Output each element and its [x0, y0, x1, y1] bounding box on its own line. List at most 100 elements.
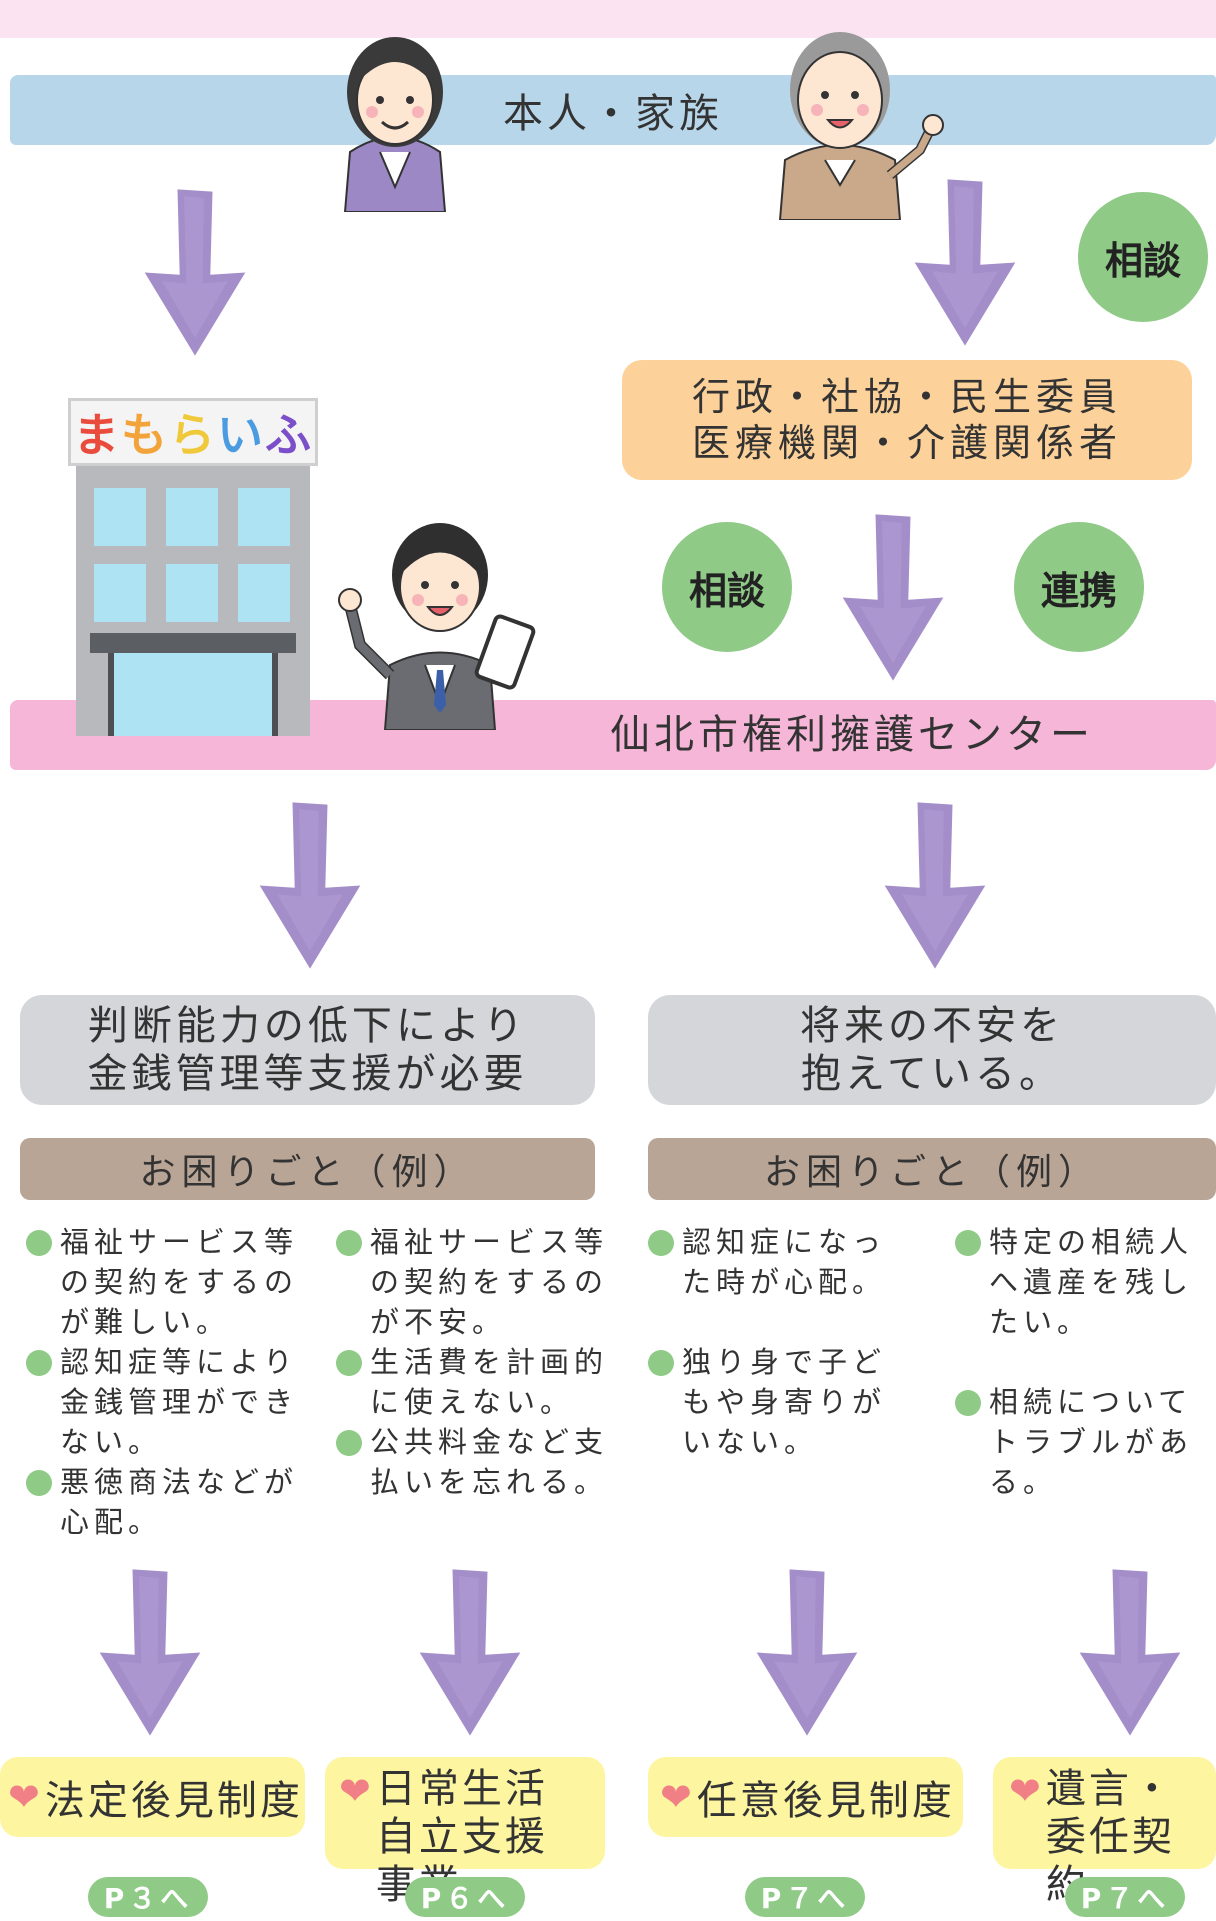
- example-text: 認知症等により金銭管理ができない。: [60, 1345, 299, 1459]
- family-band: 本人・家族: [10, 75, 1216, 145]
- page-link-4[interactable]: P７へ: [1065, 1877, 1185, 1917]
- sign-char-1: ま: [73, 408, 121, 462]
- example-text: 特定の相続人へ遺産を残したい。: [989, 1225, 1194, 1339]
- sign-char-4: い: [217, 408, 265, 462]
- building-window: [166, 488, 218, 546]
- example-item: 特定の相続人へ遺産を残したい。: [955, 1222, 1213, 1342]
- page-link-2[interactable]: P６へ: [405, 1877, 525, 1917]
- bullet-dot: [336, 1430, 362, 1456]
- example-text: 公共料金など支払いを忘れる。: [370, 1425, 609, 1499]
- left-examples-col1: 福祉サービス等の契約をするのが難しい。 認知症等により金銭管理ができない。 悪徳…: [26, 1222, 301, 1542]
- outcome-label-3: 任意後見制度: [696, 1778, 955, 1824]
- arrow-to-outcome-3: [752, 1565, 862, 1740]
- example-text: 悪徳商法などが心配。: [60, 1465, 299, 1539]
- consult-circle-mid: 相談: [662, 522, 792, 652]
- example-text: 独り身で子どもや身寄りがいない。: [682, 1345, 887, 1459]
- agencies-line2: 医療機関・介護関係者: [691, 421, 1122, 465]
- heart-icon: ❤: [1009, 1769, 1044, 1813]
- bullet-dot: [955, 1230, 981, 1256]
- example-item: 生活費を計画的に使えない。: [336, 1342, 611, 1422]
- arrow-family-to-facility: [140, 185, 250, 360]
- elderly-man-illustration: [778, 32, 944, 220]
- example-item: 悪徳商法などが心配。: [26, 1462, 301, 1542]
- example-text: 福祉サービス等の契約をするのが不安。: [370, 1225, 609, 1339]
- outcome-box-1[interactable]: ❤ 法定後見制度: [0, 1757, 305, 1837]
- arrow-to-outcome-2: [415, 1565, 525, 1740]
- consult-label-mid: 相談: [688, 568, 765, 613]
- arrow-center-to-left-branch: [255, 798, 365, 973]
- example-text: 相続についてトラブルがある。: [989, 1385, 1194, 1499]
- arrow-family-to-agencies: [910, 175, 1020, 350]
- page-link-label-4: P７へ: [1080, 1882, 1170, 1915]
- page-link-label-2: P６へ: [420, 1882, 510, 1915]
- family-label: 本人・家族: [503, 91, 723, 137]
- center-label: 仙北市権利擁護センター: [610, 712, 1094, 758]
- building-window: [238, 564, 290, 622]
- sign-char-2: も: [121, 408, 169, 462]
- bullet-dot: [336, 1350, 362, 1376]
- agencies-box: 行政・社協・民生委員 医療機関・介護関係者: [622, 360, 1192, 480]
- bullet-dot: [26, 1230, 52, 1256]
- arrow-center-to-right-branch: [880, 798, 990, 973]
- left-trouble-bar: お困りごと（例）: [20, 1138, 595, 1200]
- right-examples-col1: 認知症になった時が心配。 独り身で子どもや身寄りがいない。: [648, 1222, 918, 1462]
- outcome-box-2[interactable]: ❤ 日常生活自立支援事業: [325, 1757, 605, 1908]
- left-trouble-label: お困りごと（例）: [139, 1152, 476, 1193]
- left-examples-col2: 福祉サービス等の契約をするのが不安。 生活費を計画的に使えない。 公共料金など支…: [336, 1222, 611, 1502]
- example-text: 認知症になった時が心配。: [682, 1225, 887, 1299]
- right-trouble-bar: お困りごと（例）: [648, 1138, 1216, 1200]
- right-branch-title-line2: 抱えている。: [801, 1051, 1063, 1097]
- example-item: 認知症になった時が心配。: [648, 1222, 918, 1302]
- outcome-box-4[interactable]: ❤ 遺言・委任契約: [993, 1757, 1216, 1908]
- building-illustration: ま も ら い ふ: [68, 398, 318, 736]
- example-text: 福祉サービス等の契約をするのが難しい。: [60, 1225, 299, 1339]
- agencies-line1: 行政・社協・民生委員: [691, 375, 1122, 419]
- example-item: 認知症等により金銭管理ができない。: [26, 1342, 301, 1462]
- right-examples-col2: 特定の相続人へ遺産を残したい。 相続についてトラブルがある。: [955, 1222, 1213, 1502]
- building-entrance-door: [108, 653, 278, 736]
- spacer: [955, 1342, 1213, 1382]
- cooperation-label: 連携: [1040, 568, 1117, 613]
- spacer: [648, 1302, 918, 1342]
- building-sign: ま も ら い ふ: [68, 398, 318, 466]
- example-item: 独り身で子どもや身寄りがいない。: [648, 1342, 918, 1462]
- bullet-dot: [26, 1350, 52, 1376]
- consult-circle-top: 相談: [1078, 192, 1208, 322]
- cooperation-circle: 連携: [1014, 522, 1144, 652]
- sign-char-5: ふ: [265, 408, 313, 462]
- example-text: 生活費を計画的に使えない。: [370, 1345, 609, 1419]
- right-trouble-label: お困りごと（例）: [763, 1152, 1100, 1193]
- example-item: 福祉サービス等の契約をするのが難しい。: [26, 1222, 301, 1342]
- building-window: [166, 564, 218, 622]
- heart-icon: ❤: [660, 1775, 695, 1819]
- building-window: [94, 564, 146, 622]
- left-branch-title-box: 判断能力の低下により 金銭管理等支援が必要: [20, 995, 595, 1105]
- right-branch-title-line1: 将来の不安を: [800, 1003, 1064, 1049]
- left-branch-title-line1: 判断能力の低下により: [87, 1003, 528, 1049]
- woman-illustration: [343, 37, 447, 212]
- sign-char-3: ら: [169, 408, 217, 462]
- page-link-label-1: P３へ: [103, 1882, 193, 1915]
- building-window: [238, 488, 290, 546]
- outcome-box-3[interactable]: ❤ 任意後見制度: [648, 1757, 963, 1837]
- example-item: 公共料金など支払いを忘れる。: [336, 1422, 611, 1502]
- consult-label-top: 相談: [1104, 238, 1181, 283]
- heart-icon: ❤: [339, 1769, 374, 1813]
- building-entrance-canopy: [90, 633, 296, 653]
- outcome-label-1: 法定後見制度: [44, 1778, 303, 1824]
- building-window: [94, 488, 146, 546]
- staff-illustration: [338, 523, 536, 730]
- page-link-3[interactable]: P７へ: [745, 1877, 865, 1917]
- bullet-dot: [648, 1230, 674, 1256]
- left-branch-title-line2: 金銭管理等支援が必要: [87, 1051, 528, 1097]
- bullet-dot: [955, 1390, 981, 1416]
- page-link-1[interactable]: P３へ: [88, 1877, 208, 1917]
- arrow-to-outcome-1: [95, 1565, 205, 1740]
- arrow-agencies-to-center: [838, 510, 948, 685]
- bullet-dot: [336, 1230, 362, 1256]
- example-item: 福祉サービス等の契約をするのが不安。: [336, 1222, 611, 1342]
- example-item: 相続についてトラブルがある。: [955, 1382, 1213, 1502]
- page-link-label-3: P７へ: [760, 1882, 850, 1915]
- heart-icon: ❤: [8, 1775, 43, 1819]
- bullet-dot: [26, 1470, 52, 1496]
